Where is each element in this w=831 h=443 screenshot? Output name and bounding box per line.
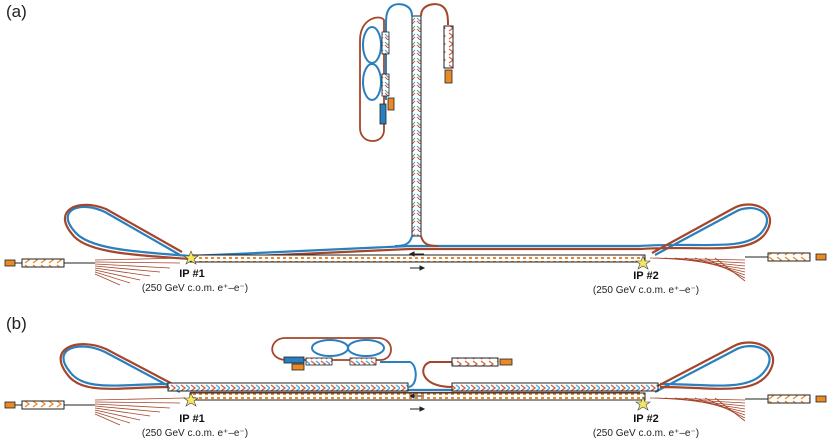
panel-b-left-linac xyxy=(167,382,409,392)
panel-a-left-source xyxy=(4,259,16,267)
panel-b-ip2-title: IP #2 xyxy=(633,413,659,425)
panel-b-positron-source xyxy=(499,358,513,366)
panel-b-right-source-linac xyxy=(767,394,811,404)
panel-a-damping-rings xyxy=(359,16,395,142)
panel-b-ip2-star xyxy=(635,396,651,411)
panel-b-left-source-linac xyxy=(21,400,65,410)
panel-a-ip1-desc: (250 GeV c.o.m. e⁺–e⁻) xyxy=(141,283,249,294)
panel-b-ip1-star xyxy=(183,392,199,407)
panel-a-left-linac xyxy=(21,258,65,268)
panel-b-direction-arrows xyxy=(408,393,426,412)
panel-a-ip2-star xyxy=(635,255,651,270)
panel-b-damping-rings xyxy=(271,337,392,371)
panel-a-positron-linac xyxy=(443,25,454,69)
panel-b-left-fan xyxy=(94,397,186,426)
panel-a-right-linac xyxy=(767,252,811,262)
panel-b-ip1-title: IP #1 xyxy=(179,413,205,425)
panel-a-ip2-title: IP #2 xyxy=(633,270,659,282)
panel-b-positron-linac xyxy=(451,357,499,367)
panel-a-ip2-desc: (250 GeV c.o.m. e⁺–e⁻) xyxy=(592,285,700,296)
panel-a-transfer-line xyxy=(189,254,646,263)
panel-a-right-fan xyxy=(649,257,746,282)
panel-b-right-linac xyxy=(451,382,659,392)
panel-b-left-source xyxy=(4,401,16,409)
panel-a-direction-arrows xyxy=(408,251,426,271)
panel-a-left-fan xyxy=(94,257,186,286)
panel-a-positron-source xyxy=(444,69,453,84)
panel-a-right-source xyxy=(815,253,827,261)
panel-b-diagram xyxy=(4,337,827,426)
panel-a-ip1-title: IP #1 xyxy=(179,268,205,280)
panel-a-label: (a) xyxy=(6,2,27,21)
panel-a-ip1-star xyxy=(183,250,199,265)
panel-b-ip1-desc: (250 GeV c.o.m. e⁺–e⁻) xyxy=(141,428,249,439)
panel-a-diagram xyxy=(4,3,827,286)
panel-b-right-fan xyxy=(649,397,746,422)
panel-b-right-source xyxy=(815,395,827,403)
panel-a-vertical-linac xyxy=(411,15,422,237)
panel-b-ip2-desc: (250 GeV c.o.m. e⁺–e⁻) xyxy=(592,428,700,439)
panel-b-label: (b) xyxy=(6,314,27,333)
